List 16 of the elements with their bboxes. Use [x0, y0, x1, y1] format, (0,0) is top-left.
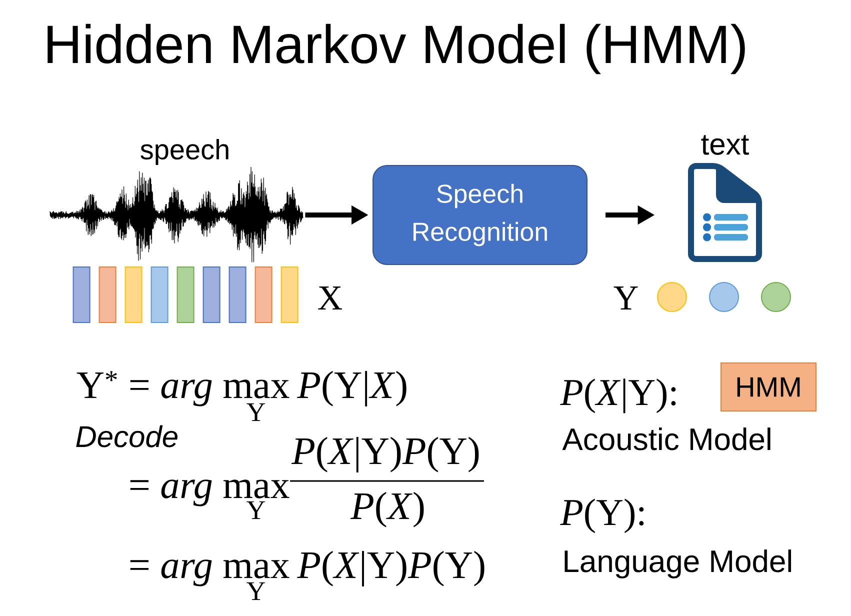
process-box: Speech Recognition — [372, 165, 588, 265]
formula-text: P(X|Y): — [560, 378, 676, 414]
model-box: HMM — [720, 362, 816, 412]
model-label: Acoustic Model — [562, 428, 770, 450]
numerator: P(X|Y)P(Y) — [291, 436, 479, 472]
node-heading: speech — [140, 138, 228, 166]
formula-text: P(X|Y)P(Y) — [297, 550, 484, 586]
variable-label: Y — [614, 286, 638, 310]
formula-text: P(Y): — [560, 498, 644, 534]
model-label: Language Model — [564, 550, 792, 578]
formula-text: P(Y|X) — [297, 370, 406, 406]
variable-label: X — [318, 286, 342, 310]
denominator: P(X) — [350, 492, 424, 528]
slide-title: Hidden Markov Model (HMM) — [48, 24, 745, 74]
node-heading: text — [701, 135, 749, 155]
annotation-text: Decode — [76, 425, 178, 448]
